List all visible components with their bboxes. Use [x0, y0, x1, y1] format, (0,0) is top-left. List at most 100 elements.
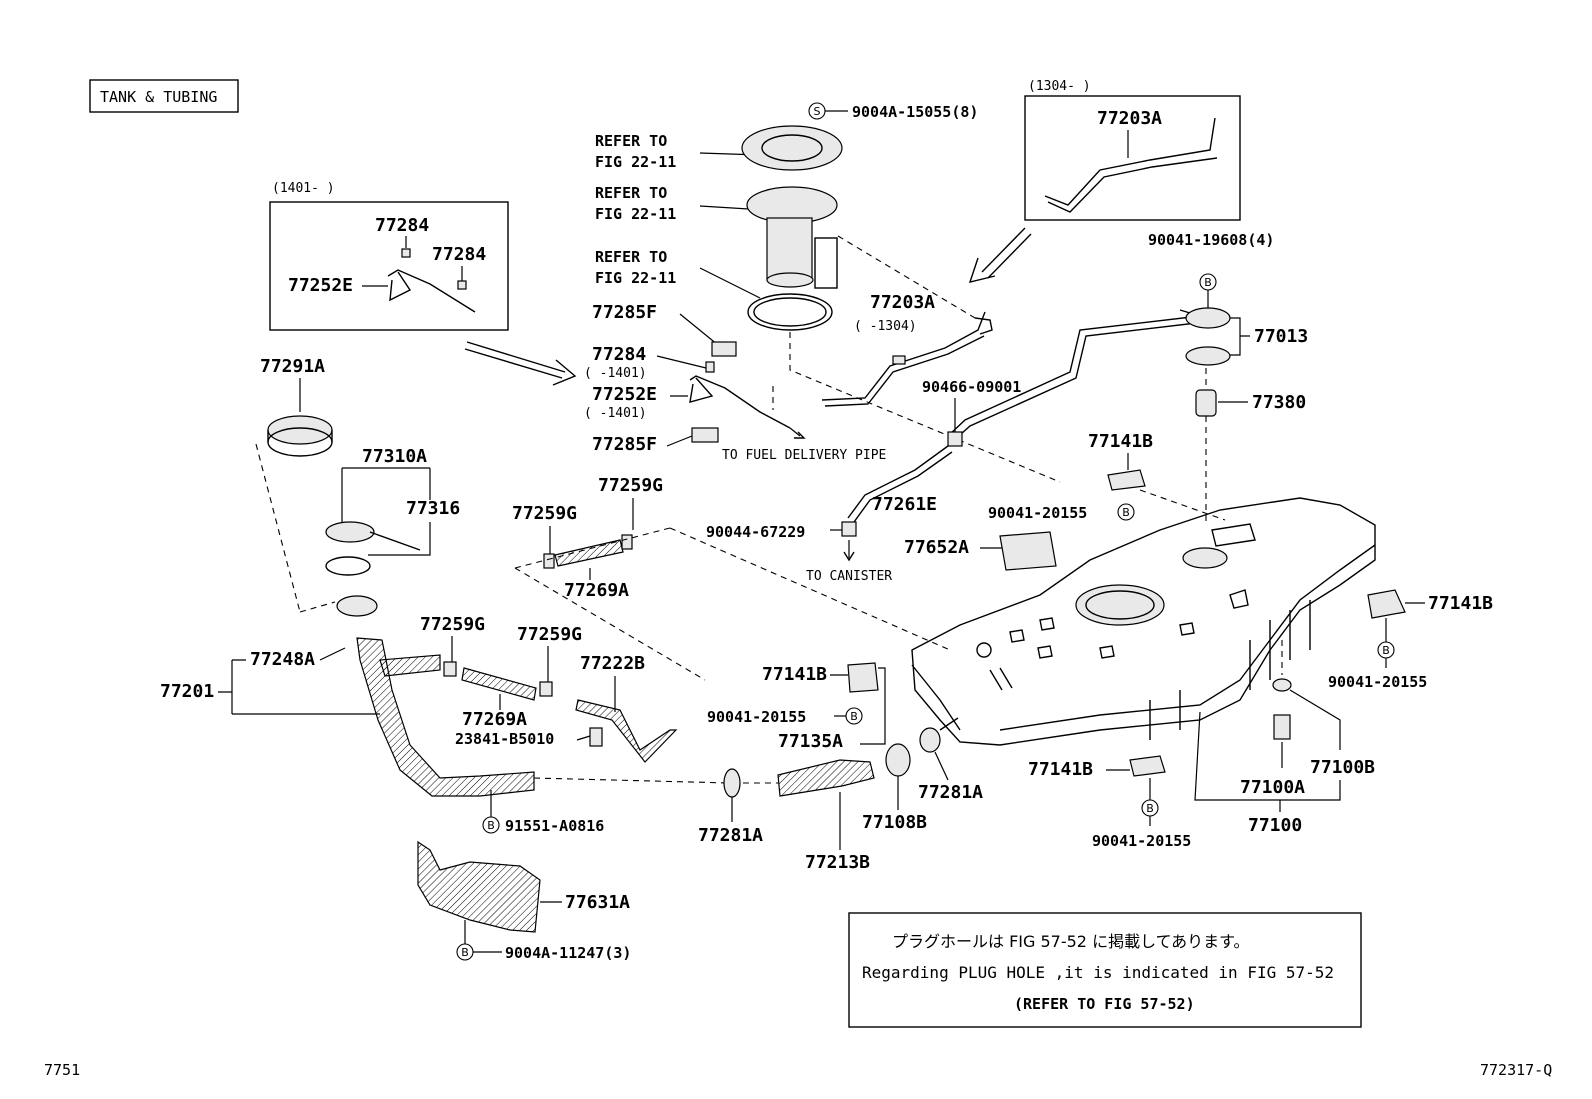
label-77141b-bot: 77141B	[1028, 759, 1093, 780]
pipe-inset-shape	[1044, 117, 1218, 213]
notice-en: Regarding PLUG HOLE ,it is indicated in …	[862, 963, 1334, 982]
label-77284-inset-b: 77284	[432, 244, 486, 265]
pump-body	[766, 217, 813, 281]
svg-text:B: B	[1122, 506, 1130, 519]
cover-77013-top	[1185, 307, 1231, 329]
inset-left-date: (1401- )	[272, 181, 335, 196]
label-77285f-bot: 77285F	[592, 434, 657, 455]
label-77252e: 77252E	[592, 384, 657, 405]
protector-shape	[417, 840, 541, 933]
harness-inset-shape	[387, 269, 476, 313]
label-77285f-top: 77285F	[592, 302, 657, 323]
clamp-77281a-right	[919, 727, 941, 753]
clamp-77281a-left	[723, 768, 741, 798]
drain-plug: 77100B 77100A 77100	[1194, 640, 1375, 836]
bracket-mid: 77141B 90041-20155 B 77135A	[707, 662, 886, 752]
plug-77100a	[1273, 714, 1291, 740]
part-77291a: 77291A	[260, 356, 333, 457]
hose-77269a-1	[554, 539, 624, 567]
label-77013: 77013	[1254, 326, 1308, 347]
pump-gasket	[747, 293, 833, 331]
diagram-title: TANK & TUBING	[100, 88, 217, 106]
label-77203a-range: ( -1304)	[854, 319, 917, 334]
harness-cluster: 77285F 77284 ( -1401) 77252E ( -1401) 77…	[584, 302, 886, 463]
title-box: TANK & TUBING	[89, 79, 239, 113]
bracket-right: 77141B B 90041-20155	[1328, 589, 1493, 691]
refer-3b: FIG 22-11	[595, 269, 676, 287]
label-77259g-3: 77259G	[420, 614, 485, 635]
label-77100b: 77100B	[1310, 757, 1375, 778]
label-77291a: 77291A	[260, 356, 325, 377]
plug-hole-notice: プラグホールは FIG 57-52 に掲載してあります。 Regarding P…	[848, 912, 1362, 1028]
label-77284-range: ( -1401)	[584, 366, 647, 381]
fuel-pump-assembly: S 9004A-15055(8) REFER TO FIG 22-11 REFE…	[595, 102, 978, 331]
to-fuel-delivery-pipe: TO FUEL DELIVERY PIPE	[722, 448, 886, 463]
gasket-77100b	[1272, 678, 1292, 692]
label-23841-b5010: 23841-B5010	[455, 730, 554, 748]
label-77213b: 77213B	[805, 852, 870, 873]
footer-left: 7751	[44, 1061, 80, 1079]
bracket-bottom: 77141B B 90041-20155	[1028, 755, 1191, 850]
inset-right: (1304- ) 77203A	[1024, 79, 1241, 221]
label-90041-20155-mid: 90041-20155	[707, 708, 806, 726]
clip-77285f-bot	[691, 427, 719, 443]
label-91551-a0816: 91551-A0816	[505, 817, 604, 835]
tank-outline	[911, 497, 1376, 746]
to-canister: TO CANISTER	[806, 569, 892, 584]
label-90466-09001: 90466-09001	[922, 378, 1021, 396]
svg-text:B: B	[1382, 644, 1390, 657]
part-77380	[1195, 389, 1217, 417]
inlet-hose-chain: 77281A 77213B 77108B 77281A	[533, 717, 983, 873]
label-77380: 77380	[1252, 392, 1306, 413]
protector-77631a: 77631A B 9004A-11247(3)	[417, 840, 631, 962]
label-77652a: 77652A	[904, 537, 969, 558]
svg-text:B: B	[850, 710, 858, 723]
tank-opening-small	[1182, 547, 1228, 569]
label-77203a: 77203A	[870, 292, 935, 313]
label-77284: 77284	[592, 344, 646, 365]
bracket-77141b-mid	[847, 662, 879, 693]
bracket-top: 77141B 90041-20155 B	[988, 431, 1226, 522]
label-77269a-1: 77269A	[564, 580, 629, 601]
svg-text:B: B	[1146, 802, 1154, 815]
label-77141b-mid: 77141B	[762, 664, 827, 685]
retainer-plate	[741, 125, 843, 171]
label-90044-67229: 90044-67229	[706, 523, 805, 541]
label-77222b: 77222B	[580, 653, 645, 674]
label-77259g-4: 77259G	[517, 624, 582, 645]
label-77141b-right: 77141B	[1428, 593, 1493, 614]
ring-77291a	[267, 415, 333, 445]
bracket-77141b-bot	[1129, 755, 1166, 777]
bracket-77141b-top	[1107, 469, 1146, 491]
bracket-77141b-right	[1367, 589, 1406, 619]
label-77281a-left: 77281A	[698, 825, 763, 846]
label-77100: 77100	[1248, 815, 1302, 836]
svg-text:B: B	[461, 946, 469, 959]
bolt-91551: B 91551-A0816	[482, 790, 604, 835]
label-90041-20155-right: 90041-20155	[1328, 673, 1427, 691]
svg-text:S: S	[814, 105, 821, 118]
inset-left: (1401- ) 77284 77284 77252E	[269, 181, 509, 331]
harness-77252e	[689, 375, 791, 429]
pipe-77203a: 77203A ( -1304)	[821, 292, 993, 407]
label-77201: 77201	[160, 681, 214, 702]
filler-neck: 77248A 77201	[160, 595, 535, 797]
inset-right-arrow	[968, 227, 1032, 283]
refer-3a: REFER TO	[595, 248, 667, 266]
label-90041-19608: 90041-19608(4)	[1148, 231, 1274, 249]
pump-cover-group: 90041-19608(4) B 77013 77380	[1148, 231, 1308, 522]
label-77316: 77316	[406, 498, 460, 519]
hose-77213b	[777, 759, 875, 797]
canister-line: 90466-09001 77261E 90044-67229 TO CANIST…	[706, 378, 1021, 584]
label-77108b: 77108B	[862, 812, 927, 833]
fuel-cap: 77310A 77316	[325, 446, 460, 576]
label-90041-20155-bot: 90041-20155	[1092, 832, 1191, 850]
breather-hoses: 77259G 77259G 77269A 77259G 77259G 77269…	[420, 475, 951, 763]
svg-text:B: B	[487, 819, 495, 832]
label-9004a-11247: 9004A-11247(3)	[505, 944, 631, 962]
clip-77285f-top	[711, 341, 737, 357]
filler-neck-mouth	[336, 595, 378, 617]
label-77261e: 77261E	[872, 494, 937, 515]
inset-right-date: (1304- )	[1028, 79, 1091, 94]
